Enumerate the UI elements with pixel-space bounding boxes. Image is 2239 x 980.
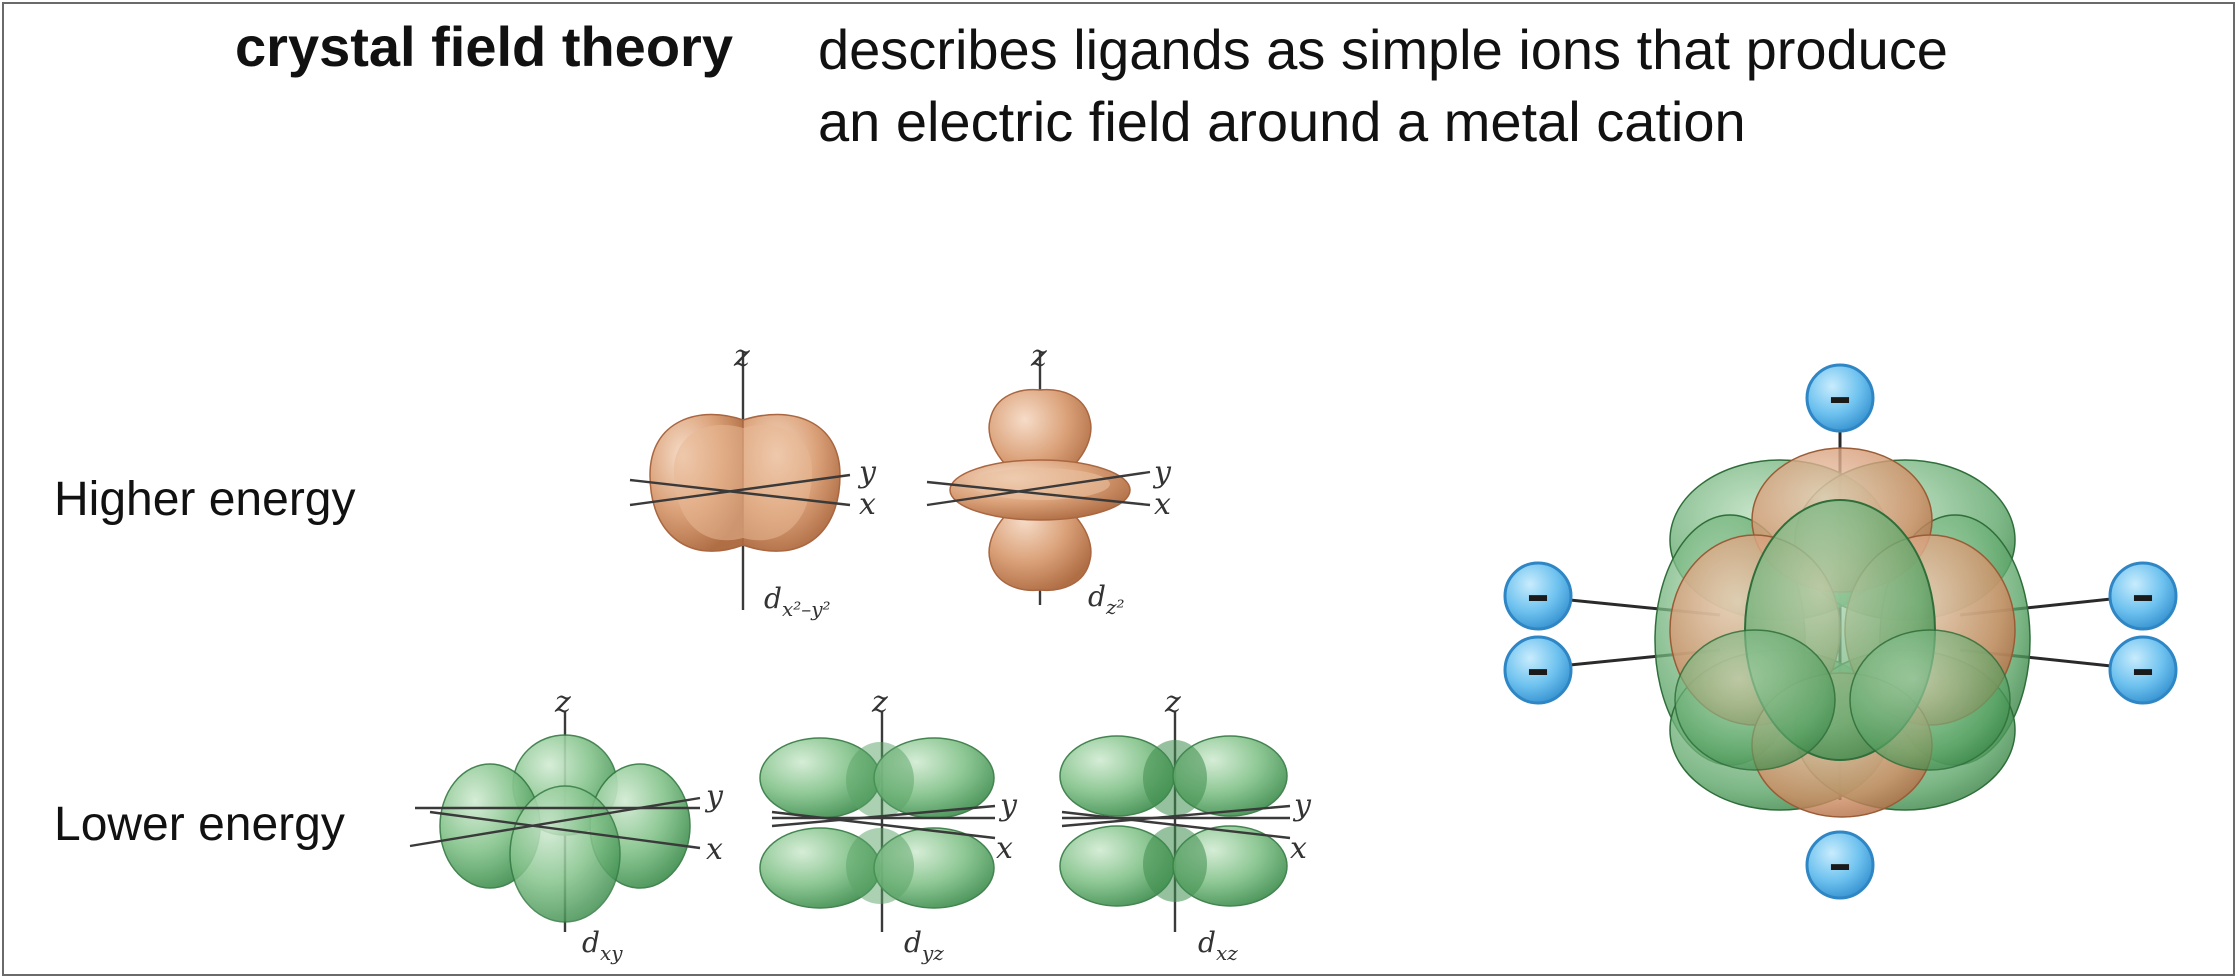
ligand — [1805, 363, 1875, 433]
t2g-lobe — [1674, 629, 1836, 771]
y-axis — [1061, 804, 1291, 828]
ligand-charge: – — [1527, 568, 1550, 622]
ligand-charge: – — [2132, 642, 2155, 696]
y-axis — [771, 804, 996, 828]
x-axis — [629, 478, 851, 507]
t2g-lobe — [1849, 629, 2011, 771]
z-axis-label: z — [871, 685, 888, 720]
higher-energy-label: Higher energy — [54, 473, 356, 526]
lobe — [743, 424, 813, 541]
orbital-label-base: d — [904, 926, 922, 959]
x-axis-label: x — [1154, 487, 1171, 522]
ligand — [2108, 635, 2178, 705]
y-axis-label: y — [857, 455, 877, 490]
orbital-label-base: d — [764, 582, 782, 615]
title-term: crystal field theory — [235, 15, 733, 78]
x-axis-label: x — [859, 487, 876, 522]
orbital-label-dxz: dxz — [1198, 926, 1238, 965]
orbital-label-dxy: dxy — [582, 926, 623, 965]
ligand-charge: – — [2132, 568, 2155, 622]
x-axis-label: x — [996, 831, 1013, 866]
x-axis — [1061, 810, 1291, 840]
lobe — [1143, 826, 1207, 902]
orbital-label-base: d — [1198, 926, 1216, 959]
lobe — [673, 424, 743, 541]
ligand-left-back: – — [1503, 561, 1573, 631]
ligand — [1503, 635, 1573, 705]
orbital-label-subscript: xy — [600, 941, 623, 965]
ligand-charge: – — [1829, 837, 1852, 891]
ligand-right-front: – — [2108, 635, 2178, 705]
x-axis — [771, 810, 996, 840]
torus — [970, 468, 1110, 500]
title-description-line-2: an electric field around a metal cation — [818, 90, 1746, 153]
orbital-label-base: d — [582, 926, 600, 959]
ligand-right-back: – — [2108, 561, 2178, 631]
lobe — [509, 785, 621, 923]
orbital-label-subscript: xz — [1216, 941, 1238, 965]
ligand-left-front: – — [1503, 635, 1573, 705]
orbital-label-dyz: dyz — [904, 926, 944, 965]
x-axis — [429, 810, 701, 850]
ligand-bottom: – — [1805, 830, 1875, 900]
y-axis-label: y — [1292, 788, 1312, 823]
ligand-top: – — [1805, 363, 1875, 433]
title-description: describes ligands as simple ions that pr… — [818, 14, 1948, 158]
y-axis-label: y — [1152, 455, 1172, 490]
orbital-dx2-y2: z y x dx²–y² — [629, 339, 877, 621]
z-axis-label: z — [1030, 339, 1047, 374]
z-axis-label: z — [554, 685, 571, 720]
ligand-charge: – — [1527, 642, 1550, 696]
orbital-dxy: z y x dxy — [409, 685, 724, 965]
y-axis-label: y — [998, 788, 1018, 823]
lower-energy-label: Lower energy — [54, 798, 345, 851]
orbital-dz2: z y x dz² — [926, 339, 1172, 619]
ligand — [2108, 561, 2178, 631]
lobe — [846, 828, 914, 904]
x-axis — [926, 480, 1151, 507]
y-axis — [926, 470, 1151, 507]
title-description-line-1: describes ligands as simple ions that pr… — [818, 18, 1948, 81]
orbital-label-base: d — [1088, 580, 1106, 613]
orbital-label-subscript: z² — [1105, 595, 1125, 619]
lobe — [1143, 740, 1207, 816]
y-axis-label: y — [704, 779, 724, 814]
x-axis-label: x — [706, 832, 723, 867]
orbital-dyz: z y x dyz — [759, 685, 1018, 965]
ligand-charge: – — [1829, 370, 1852, 424]
ligand — [1805, 830, 1875, 900]
octahedral-complex: – – – – – – — [1503, 363, 2178, 900]
z-axis-label: z — [733, 339, 750, 374]
y-axis — [629, 473, 851, 507]
orbital-label-dz2: dz² — [1088, 580, 1125, 619]
z-axis-label: z — [1164, 685, 1181, 720]
lobe — [846, 742, 914, 818]
orbital-label-dx2-y2: dx²–y² — [764, 582, 831, 621]
ligand — [1503, 561, 1573, 631]
x-axis-label: x — [1290, 831, 1307, 866]
orbital-label-subscript: yz — [921, 941, 944, 965]
orbital-label-subscript: x²–y² — [782, 597, 831, 621]
orbital-dxz: z y x dxz — [1059, 685, 1312, 965]
y-axis — [409, 796, 701, 848]
